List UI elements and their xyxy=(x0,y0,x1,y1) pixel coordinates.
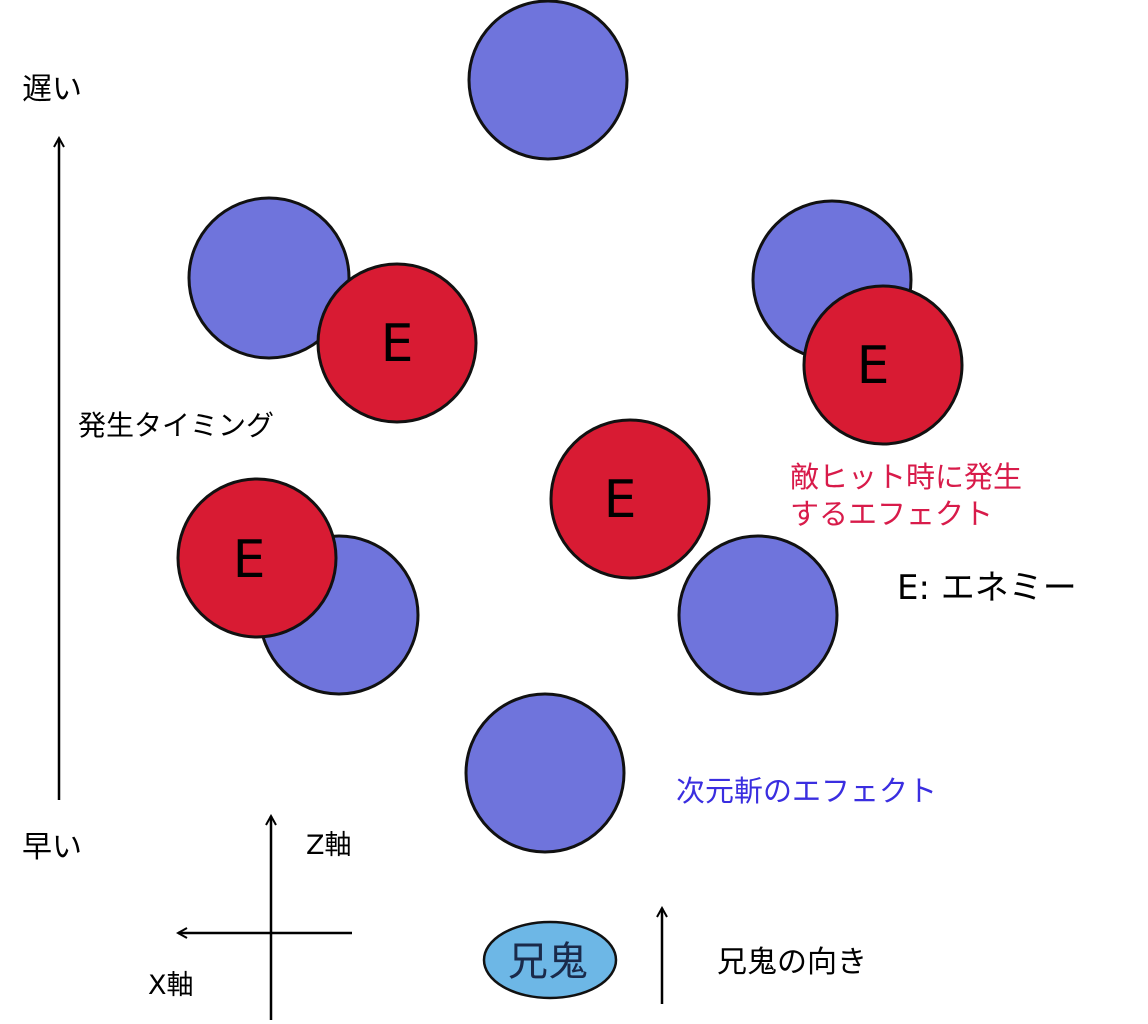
hit-effect-label-line2: するエフェクト xyxy=(790,497,994,531)
hit-effect-label-line1: 敵ヒット時に発生 xyxy=(790,460,1023,494)
z-axis-label: Z軸 xyxy=(306,830,352,861)
slash-effect-circle xyxy=(677,534,839,696)
timing-fast-label: 早い xyxy=(22,830,82,865)
timing-axis-title: 発生タイミング xyxy=(78,409,275,442)
enemy-marker: E xyxy=(176,477,338,639)
enemy-letter: E xyxy=(381,314,414,374)
slash-effect-circle xyxy=(464,692,626,854)
enemy-letter: E xyxy=(857,336,890,396)
enemy-legend: E: エネミー xyxy=(897,568,1077,608)
enemy-letter: E xyxy=(233,530,266,590)
player-direction-label: 兄鬼の向き xyxy=(717,945,867,980)
player-label: 兄鬼 xyxy=(508,939,588,985)
slash-effect-label: 次元斬のエフェクト xyxy=(676,774,938,808)
slash-effect-circle xyxy=(467,0,629,161)
enemy-marker: E xyxy=(549,418,711,580)
slash-effect-circle xyxy=(187,196,351,360)
enemy-marker: E xyxy=(802,284,964,446)
player-marker: 兄鬼 xyxy=(482,920,618,1000)
enemy-marker: E xyxy=(316,262,478,424)
x-axis-label: X軸 xyxy=(148,970,194,1001)
enemy-letter: E xyxy=(604,470,637,530)
timing-slow-label: 遅い xyxy=(22,72,82,107)
